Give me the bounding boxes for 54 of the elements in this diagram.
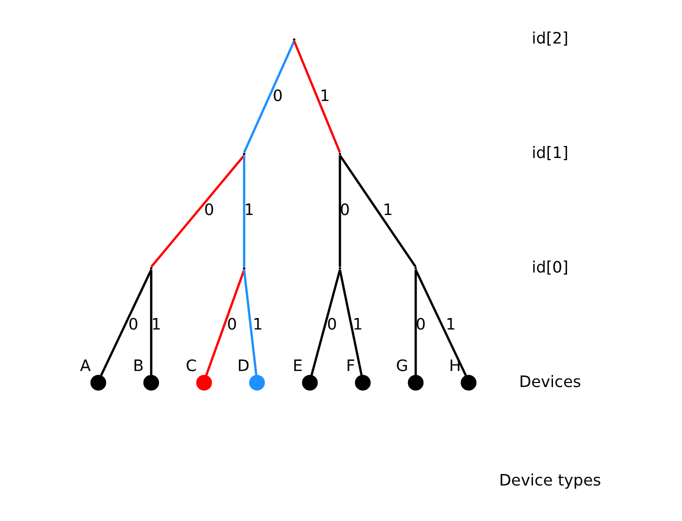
connector: [338, 270, 363, 376]
node-point: [292, 38, 296, 41]
node-label: F: [346, 356, 356, 376]
edge-label: 1: [352, 314, 363, 334]
edge-label: 1: [382, 200, 393, 220]
edge-label: 0: [226, 314, 237, 334]
connector: [242, 156, 246, 267]
connector: [150, 270, 152, 376]
node-label: D: [237, 356, 250, 376]
node-circle: [302, 374, 318, 391]
edge-label: 1: [244, 200, 254, 220]
node-point: [150, 267, 152, 270]
node-point: [414, 267, 417, 270]
node-circle: [460, 374, 476, 391]
edge-label: 0: [204, 200, 214, 220]
node-point: [338, 267, 342, 270]
connector: [414, 269, 467, 376]
connector: [150, 154, 245, 268]
node-label: G: [396, 356, 408, 376]
connector: [205, 269, 246, 376]
label: id[1]: [532, 142, 568, 162]
node-label: C: [186, 356, 197, 376]
edge-label: 0: [327, 314, 338, 334]
edge-label: 1: [446, 314, 456, 334]
connector: [310, 270, 341, 376]
node-circle: [196, 374, 212, 391]
node-point: [242, 152, 246, 156]
edge-label: 1: [320, 86, 330, 105]
node-point: [242, 267, 246, 270]
connector: [293, 40, 341, 153]
connector: [100, 269, 152, 376]
node-label: A: [80, 356, 91, 376]
label: Devices: [519, 372, 582, 391]
edge-label: 1: [151, 314, 162, 334]
connector: [243, 40, 296, 153]
node-point: [338, 152, 342, 156]
label: Device types: [499, 470, 602, 490]
connector: [414, 270, 417, 376]
edge-label: 0: [272, 86, 283, 105]
node-circle: [90, 374, 106, 391]
label: id[2]: [532, 28, 568, 48]
edge-label: 0: [128, 314, 138, 334]
node-circle: [408, 374, 424, 391]
node-circle: [354, 374, 371, 391]
node-label: B: [132, 356, 144, 376]
node-circle: [143, 374, 160, 391]
connector: [243, 270, 258, 376]
connector: [338, 156, 342, 267]
edge-label: 0: [340, 200, 350, 220]
edge-label: 1: [252, 314, 263, 334]
node-label: E: [292, 356, 303, 376]
label: id[0]: [532, 257, 568, 276]
connector: [339, 154, 417, 268]
node-circle: [249, 374, 265, 391]
